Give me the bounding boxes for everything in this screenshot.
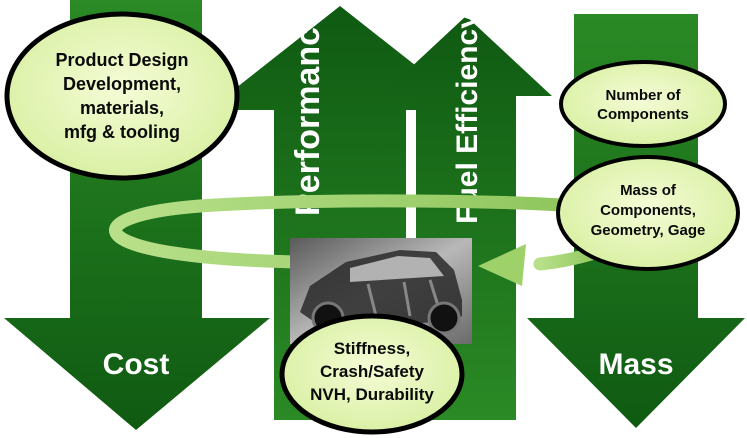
rear-wheel-icon (427, 301, 461, 335)
product-design-line-1: Product Design (55, 50, 188, 70)
stiffness-line-2: Crash/Safety (320, 362, 424, 381)
stiffness-line-1: Stiffness, (334, 339, 411, 358)
loop-arrowhead (478, 244, 526, 286)
number-of-components-bubble: Number of Components (559, 60, 727, 148)
stiffness-bubble: Stiffness, Crash/Safety NVH, Durability (279, 313, 465, 435)
stiffness-line-3: NVH, Durability (310, 385, 434, 404)
performance-label: Performance (289, 8, 327, 216)
number-of-components-line-2: Components (597, 106, 689, 123)
number-of-components-line-1: Number of (606, 87, 682, 104)
cost-label: Cost (103, 348, 170, 381)
mass-of-components-line-3: Geometry, Gage (591, 222, 706, 239)
product-design-line-3: materials, (80, 98, 164, 118)
mass-of-components-line-2: Components, (600, 202, 696, 219)
product-design-bubble: Product Design Development, materials, m… (4, 11, 240, 181)
fuel-efficiency-label: Fuel Efficiency (451, 12, 484, 224)
mass-of-components-line-1: Mass of (620, 182, 677, 199)
product-design-line-4: mfg & tooling (64, 122, 180, 142)
mass-of-components-bubble: Mass of Components, Geometry, Gage (556, 155, 740, 271)
mass-label: Mass (598, 348, 673, 381)
product-design-line-2: Development, (63, 74, 181, 94)
